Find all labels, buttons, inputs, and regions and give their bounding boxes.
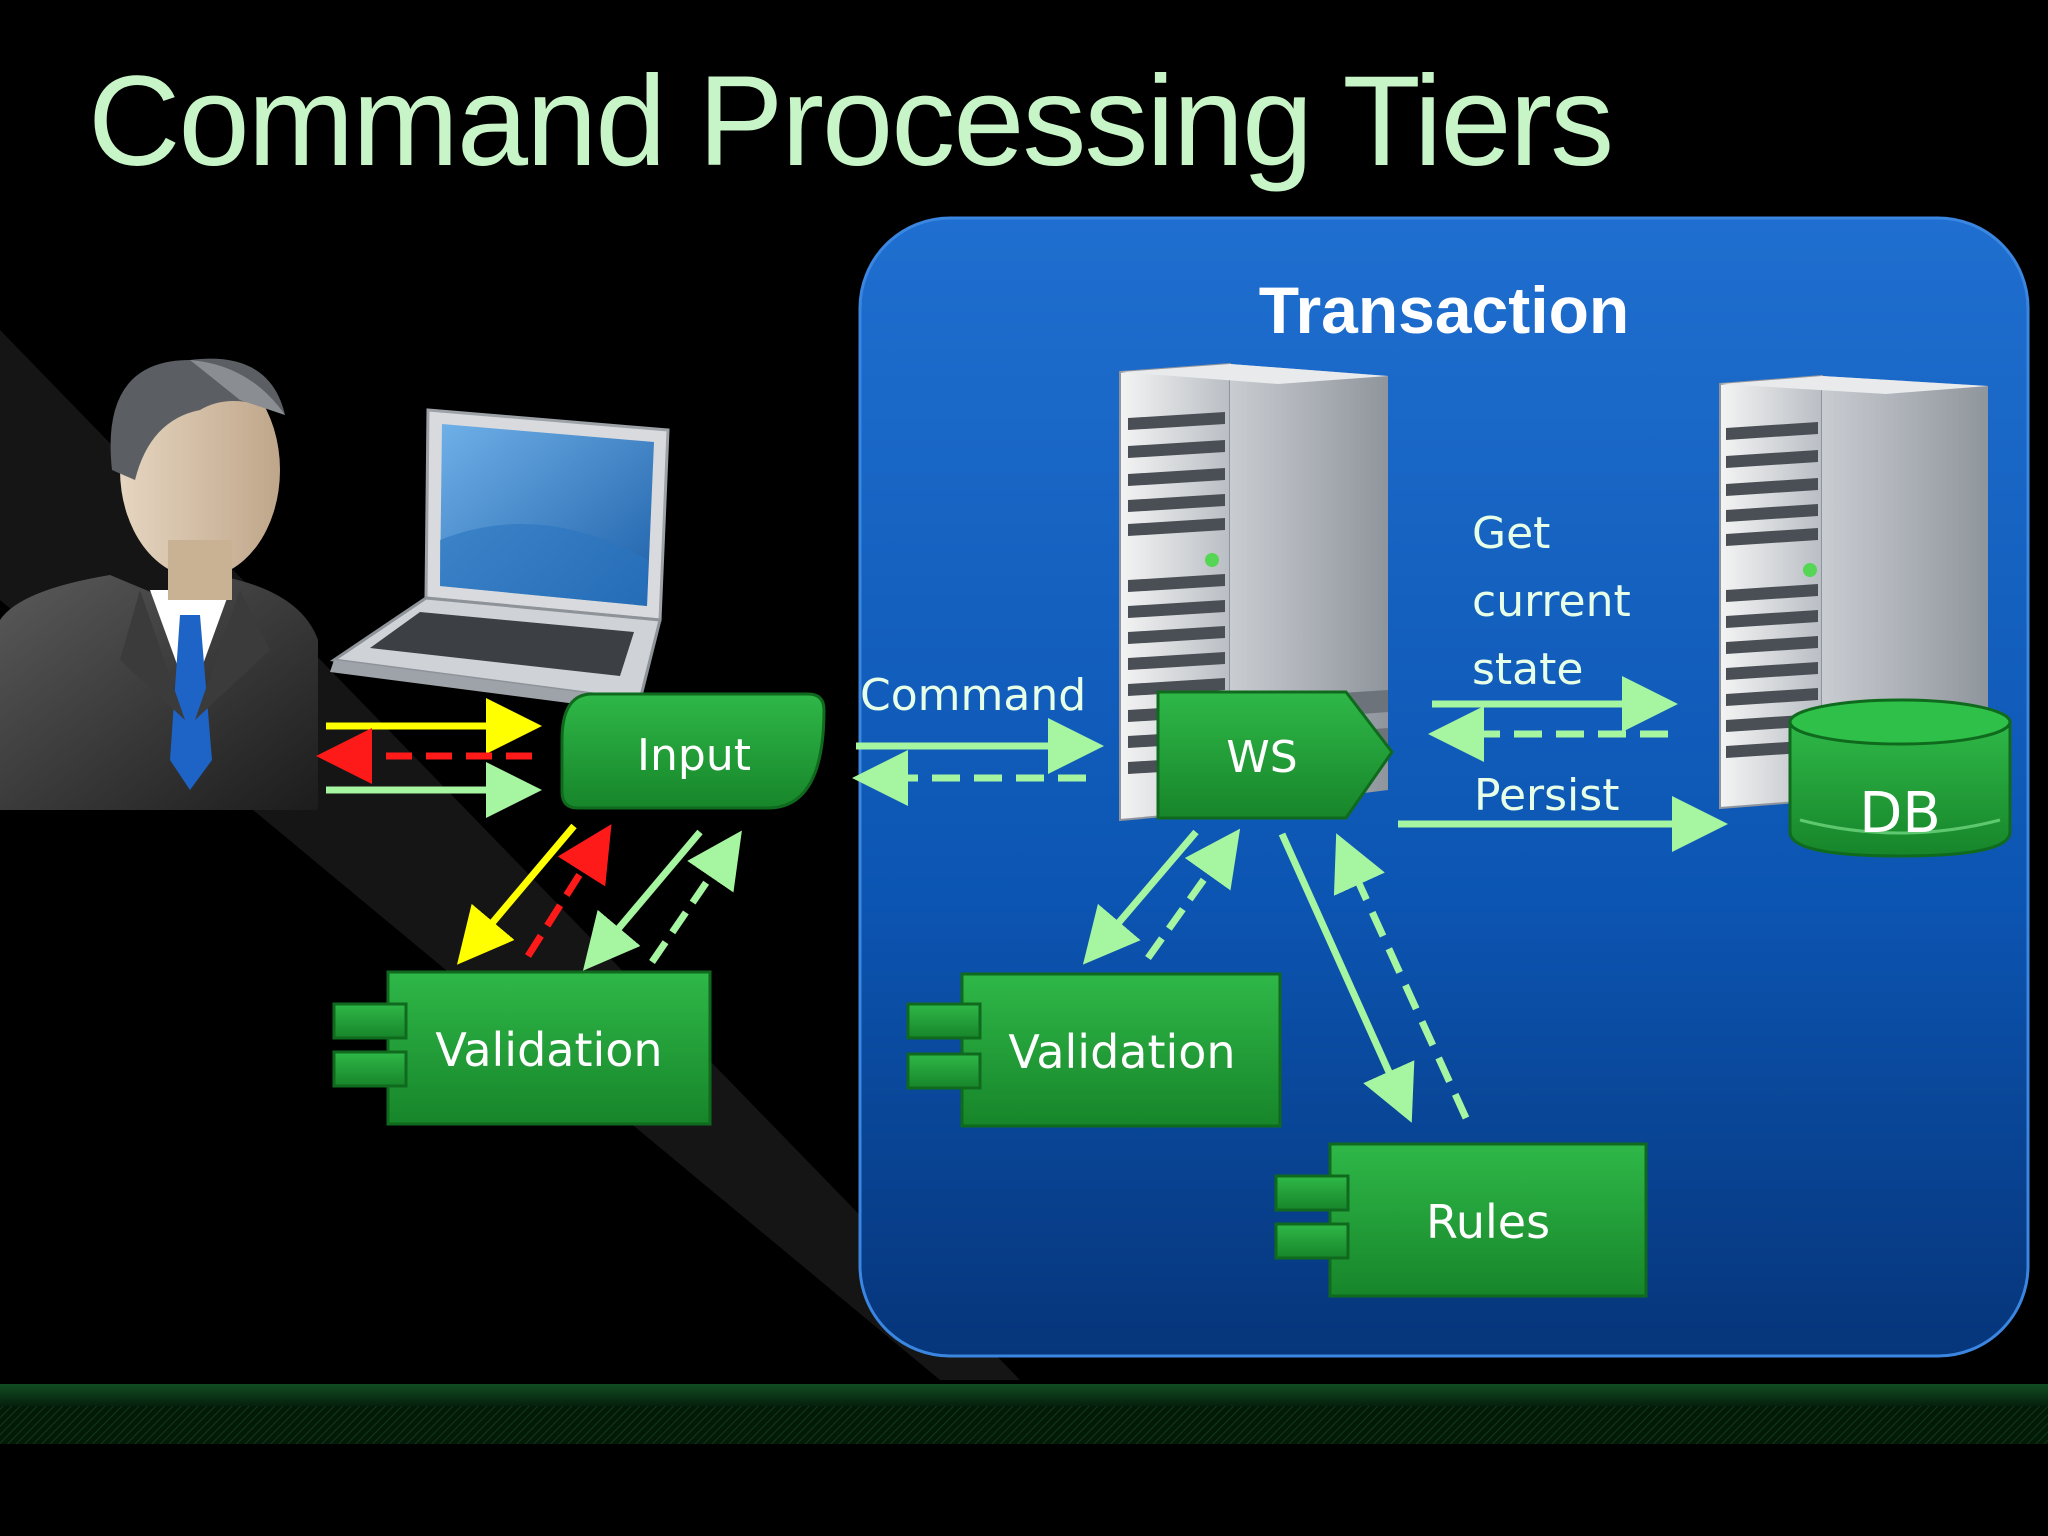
input-label: Input [637,730,751,781]
get-state-label-line-2: current [1472,576,1631,627]
footer-band [0,1384,2048,1406]
right-validation-label: Validation [1008,1025,1235,1079]
ws-label: WS [1226,732,1297,783]
get-state-label-line-1: Get [1472,508,1550,559]
transaction-title: Transaction [1259,273,1629,347]
input-to-validation-yellow-arrow [456,823,577,965]
rules-label: Rules [1426,1195,1550,1249]
db-label: DB [1859,781,1941,846]
input-component [560,692,826,810]
ws-to-validation-arrow [1082,829,1199,965]
persist-label: Persist [1474,770,1619,821]
footer-hatch [0,1406,2048,1444]
laptop-icon [329,408,670,712]
get-state-label-line-3: state [1472,644,1583,695]
validation-to-input-red-dashed-arrow [525,824,612,958]
right-validation-component [906,972,1282,1128]
left-validation-label: Validation [435,1023,662,1077]
ws-to-rules-arrow [1278,832,1415,1123]
input-to-validation-green-arrow [582,829,703,971]
validation-to-input-green-dashed-arrow [649,830,742,964]
ws-component [1156,690,1394,820]
rules-to-ws-dashed-arrow [1333,833,1470,1120]
left-validation-component [332,970,712,1126]
server-tower-icon [1719,374,1988,810]
command-label: Command [860,670,1086,721]
business-user-icon [0,358,318,810]
slide-title: Command Processing Tiers [88,50,1614,193]
rules-component [1274,1142,1648,1298]
validation-to-ws-dashed-arrow [1145,828,1241,961]
database-cylinder [1788,698,2012,858]
